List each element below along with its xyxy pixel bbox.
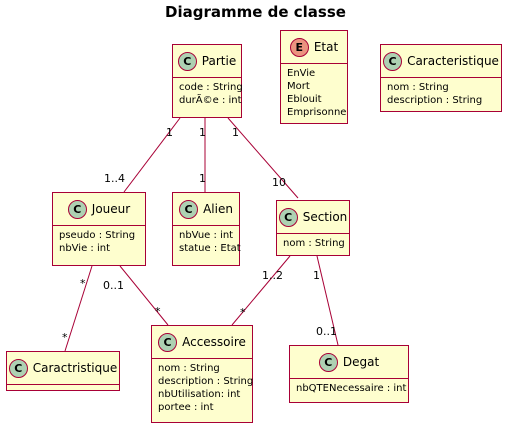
multiplicity-label: 1..4 bbox=[104, 172, 125, 185]
class-attribute: pseudo : String bbox=[59, 230, 136, 241]
class-partie[interactable]: C Partie code : String durÃ©e : int bbox=[172, 44, 243, 118]
class-name: Section bbox=[302, 210, 348, 224]
class-attribute: code : String bbox=[179, 82, 243, 93]
class-icon: C bbox=[67, 199, 87, 219]
enum-value: Mort bbox=[287, 81, 310, 92]
class-icon: C bbox=[318, 352, 338, 372]
class-caractristique[interactable]: C Caractristique bbox=[6, 351, 120, 391]
class-name: Caractristique bbox=[32, 361, 118, 375]
class-degat[interactable]: C Degat nbQTENecessaire : int bbox=[289, 345, 409, 403]
enum-value: Emprisonne bbox=[287, 107, 347, 118]
multiplicity-label: 0..1 bbox=[103, 279, 124, 292]
class-attribute: nbQTENecessaire : int bbox=[296, 383, 407, 394]
multiplicity-label: 1 bbox=[199, 126, 206, 139]
edge-joueur-caractristique bbox=[64, 265, 93, 352]
class-attribute: description : String bbox=[387, 95, 483, 106]
class-icon: C bbox=[177, 51, 197, 71]
enum-icon: E bbox=[289, 37, 309, 57]
enum-etat[interactable]: E Etat EnVie Mort Eblouit Emprisonne bbox=[280, 30, 348, 124]
edge-partie-section bbox=[227, 117, 299, 199]
class-section[interactable]: C Section nom : String bbox=[276, 200, 350, 256]
diagram-title: Diagramme de classe bbox=[165, 3, 346, 21]
edge-partie-joueur bbox=[123, 117, 181, 193]
class-icon: C bbox=[158, 332, 178, 352]
enum-value: Eblouit bbox=[287, 94, 322, 105]
multiplicity-label: 1 bbox=[166, 126, 173, 139]
class-name: Degat bbox=[342, 355, 380, 369]
class-attribute: nom : String bbox=[283, 238, 345, 249]
class-caracteristique[interactable]: C Caracteristique nom : String descripti… bbox=[380, 44, 502, 112]
multiplicity-label: * bbox=[155, 305, 161, 318]
class-attribute: nbVie : int bbox=[59, 243, 111, 254]
edge-section-degat bbox=[316, 255, 339, 346]
class-icon: C bbox=[179, 199, 199, 219]
class-name: Partie bbox=[201, 54, 237, 68]
class-attribute: nom : String bbox=[158, 363, 220, 374]
class-name: Alien bbox=[203, 202, 233, 216]
class-name: Joueur bbox=[91, 202, 131, 216]
class-icon: C bbox=[383, 51, 403, 71]
multiplicity-label: 0..1 bbox=[316, 325, 337, 338]
class-attribute: nbVue : int bbox=[179, 230, 234, 241]
class-attribute: durÃ©e : int bbox=[179, 95, 242, 106]
class-name: Caracteristique bbox=[407, 54, 499, 68]
class-attribute: portee : int bbox=[158, 402, 214, 413]
edge-joueur-accessoire bbox=[119, 265, 169, 326]
class-alien[interactable]: C Alien nbVue : int statue : Etat bbox=[172, 192, 241, 266]
multiplicity-label: 10 bbox=[272, 176, 286, 189]
enum-value: EnVie bbox=[287, 68, 316, 79]
multiplicity-label: * bbox=[80, 277, 86, 290]
class-attribute: nbUtilisation: int bbox=[158, 389, 241, 400]
class-icon: C bbox=[278, 207, 298, 227]
multiplicity-label: 1 bbox=[199, 172, 206, 185]
multiplicity-label: * bbox=[240, 306, 246, 319]
class-accessoire[interactable]: C Accessoire nom : String description : … bbox=[151, 325, 253, 423]
class-attribute: description : String bbox=[158, 376, 254, 387]
class-name: Etat bbox=[313, 40, 339, 54]
class-attribute: statue : Etat bbox=[179, 243, 241, 254]
edge-section-accessoire bbox=[231, 255, 291, 326]
multiplicity-label: 1 bbox=[313, 269, 320, 282]
multiplicity-label: * bbox=[62, 331, 68, 344]
class-attribute: nom : String bbox=[387, 82, 449, 93]
class-icon: C bbox=[8, 358, 28, 378]
multiplicity-label: 1 bbox=[232, 126, 239, 139]
class-name: Accessoire bbox=[182, 335, 246, 349]
multiplicity-label: 1..2 bbox=[262, 269, 283, 282]
class-joueur[interactable]: C Joueur pseudo : String nbVie : int bbox=[52, 192, 146, 266]
